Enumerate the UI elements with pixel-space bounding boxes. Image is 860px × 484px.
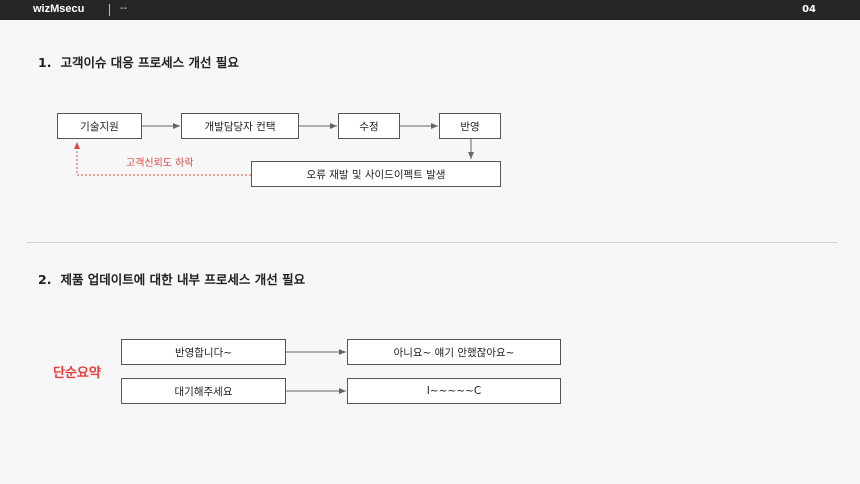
- breadcrumb: --: [120, 3, 128, 14]
- node-side-effect: 오류 재발 및 사이드이펙트 발생: [251, 161, 501, 187]
- node-fix: 수정: [338, 113, 400, 139]
- section-divider: [26, 242, 838, 243]
- section1-title-text: 고객이슈 대응 프로세스 개선 필요: [60, 55, 239, 70]
- brand-logo-text: wizMsecu: [33, 3, 85, 15]
- node-dev-contact: 개발담당자 컨택: [181, 113, 299, 139]
- section2-number: 2.: [38, 272, 52, 287]
- page-number: 04: [802, 4, 816, 15]
- section2-title-text: 제품 업데이트에 대한 내부 프로세스 개선 필요: [60, 272, 306, 287]
- node-tech-support: 기술지원: [57, 113, 142, 139]
- top-bar: wizMsecu -- 04: [0, 0, 860, 20]
- row1-right-box: 아니요~ 얘기 안했잖아요~: [347, 339, 561, 365]
- section2-title: 2. 제품 업데이트에 대한 내부 프로세스 개선 필요: [38, 269, 305, 288]
- header-divider: [109, 4, 110, 16]
- feedback-label: 고객신뢰도 하락: [126, 158, 194, 169]
- summary-label: 단순요약: [53, 366, 101, 381]
- row1-left-box: 반영합니다~: [121, 339, 286, 365]
- row2-left-box: 대기해주세요: [121, 378, 286, 404]
- feedback-arrow: [74, 142, 251, 176]
- section1-title: 1. 고객이슈 대응 프로세스 개선 필요: [38, 52, 239, 71]
- row2-right-box: I~~~~~C: [347, 378, 561, 404]
- section1-number: 1.: [38, 55, 52, 70]
- node-apply: 반영: [439, 113, 501, 139]
